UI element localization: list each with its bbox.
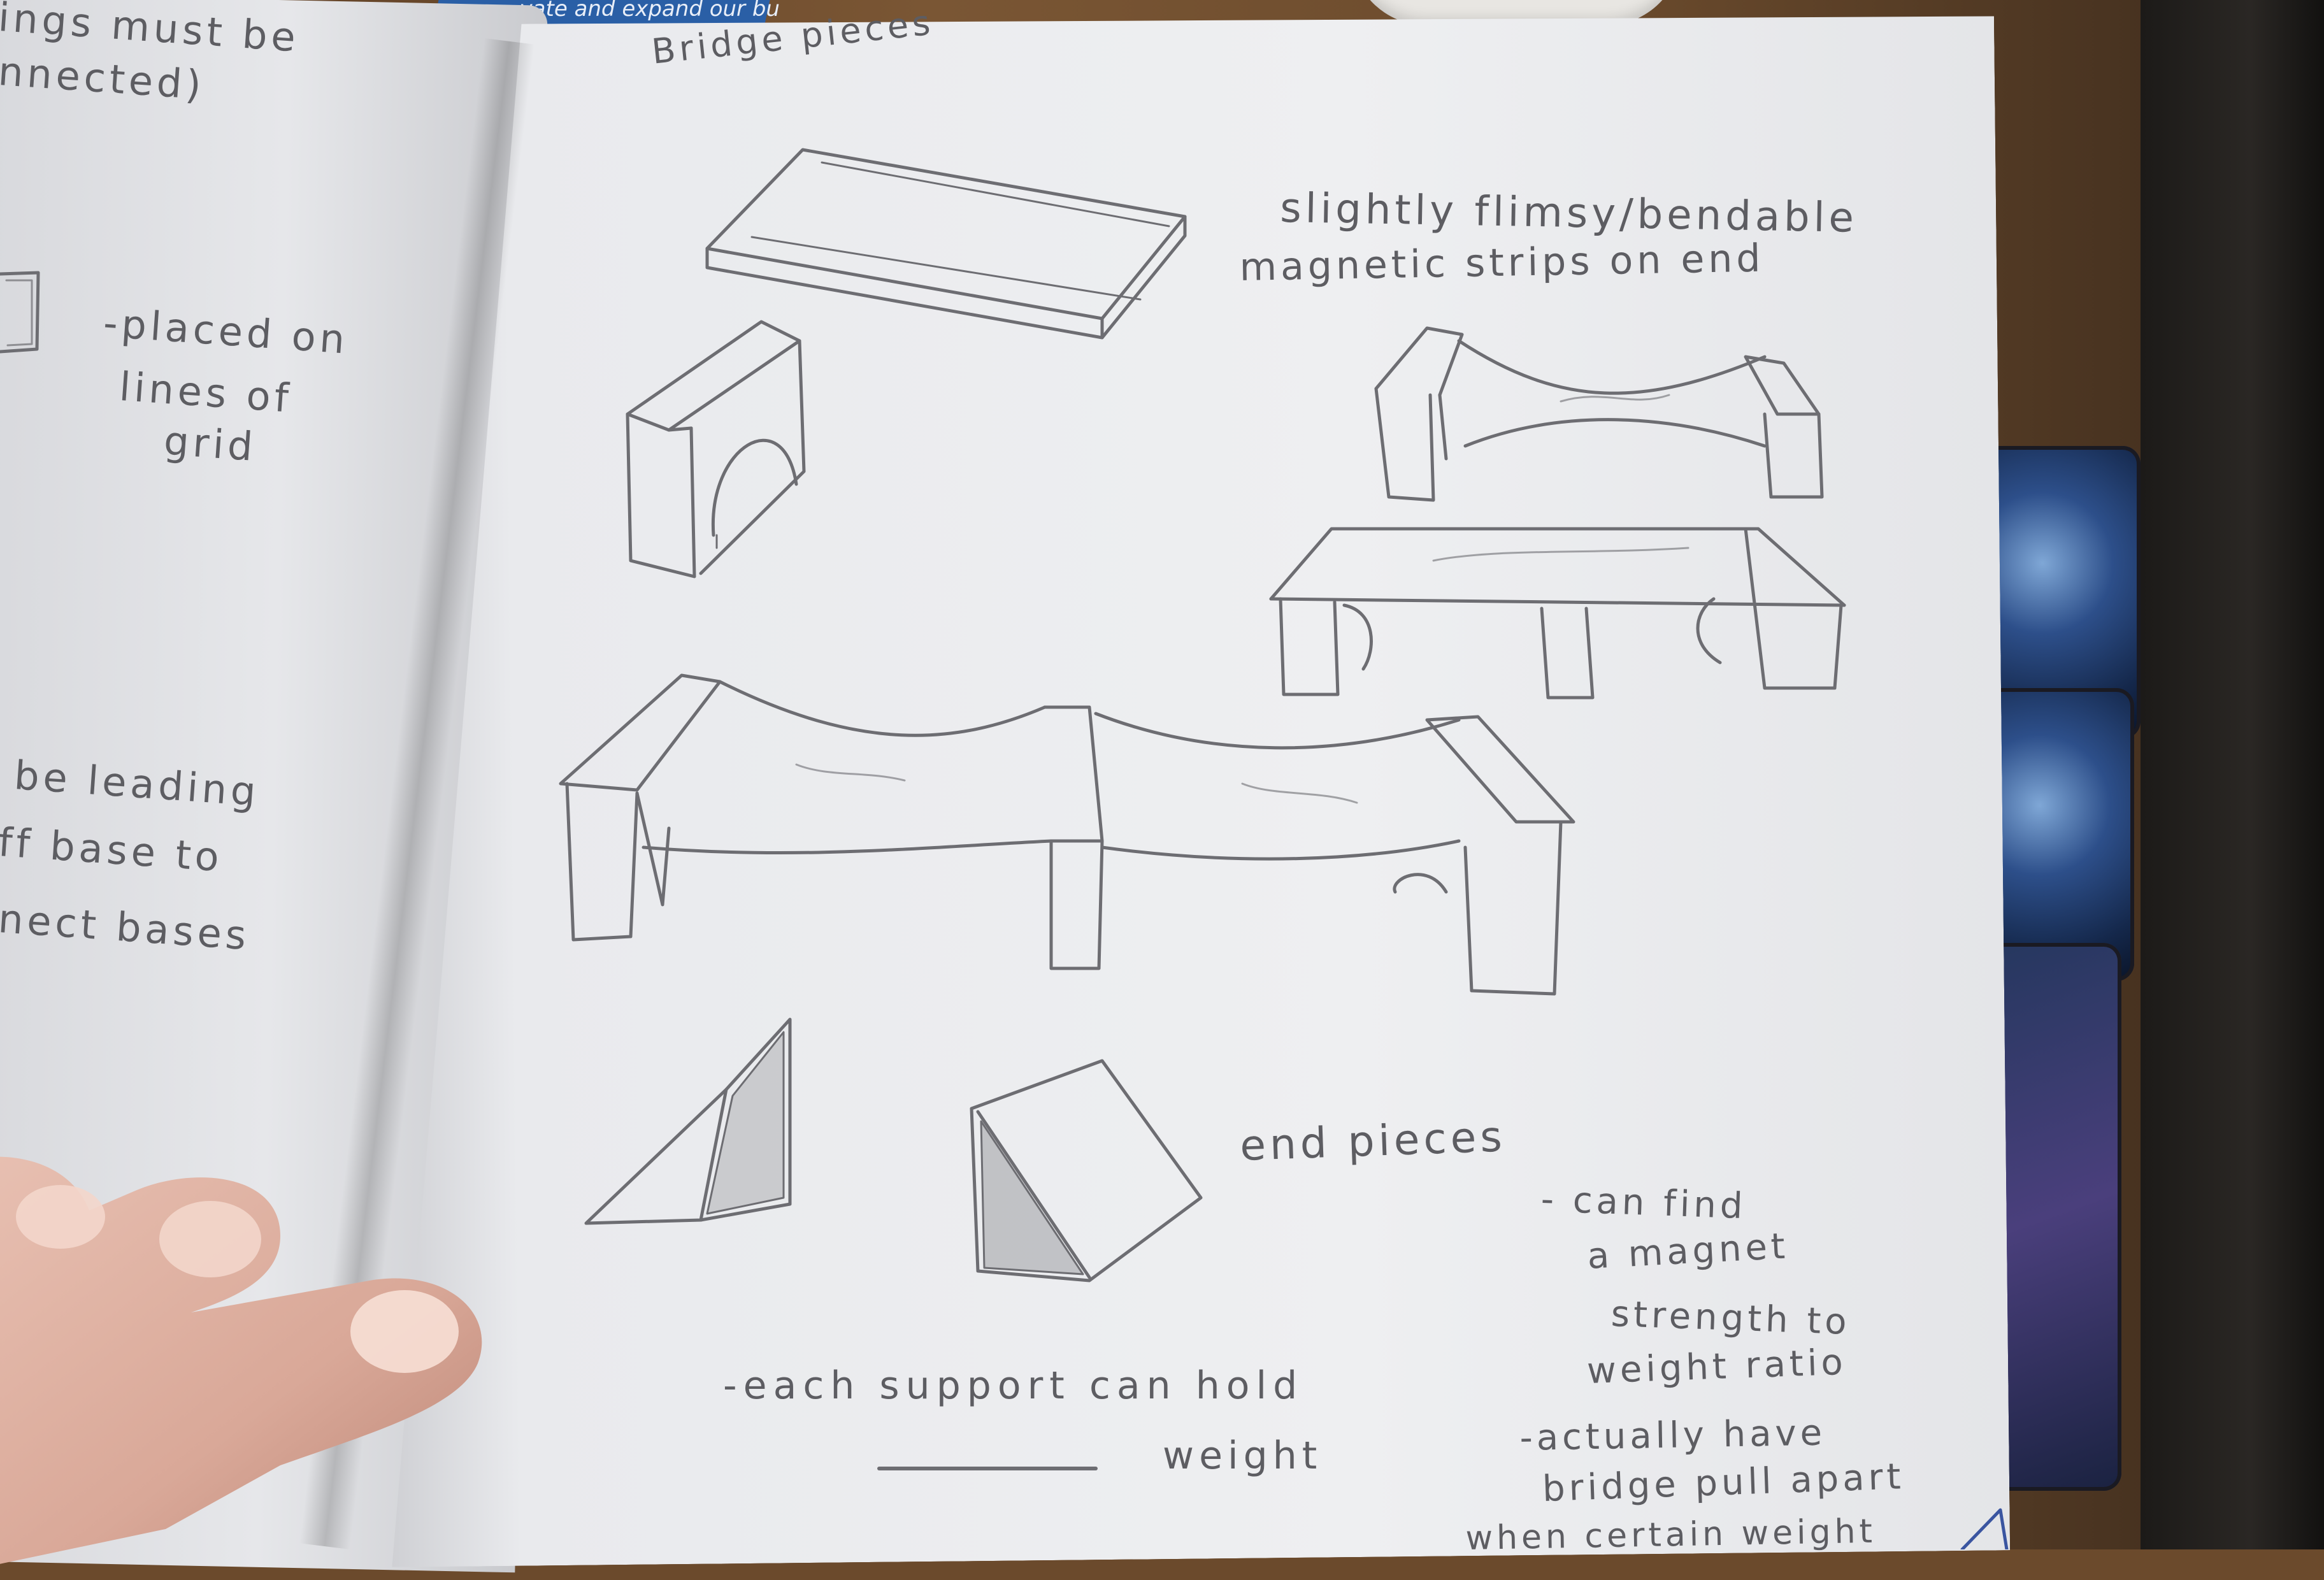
note-actually-3: when certain weight	[1465, 1512, 1876, 1558]
note-magnet-1: - can find	[1540, 1179, 1747, 1227]
arch-support-sketch	[628, 322, 804, 577]
corner-mark	[1962, 1510, 2007, 1549]
long-bridge-sketch	[561, 675, 1574, 994]
note-magnet-3: strength to	[1610, 1293, 1851, 1343]
bridge-on-supports-sketch	[1271, 529, 1844, 698]
note-weight: weight	[1163, 1433, 1322, 1478]
square-sketch	[0, 273, 38, 352]
flat-plank-sketch	[707, 150, 1185, 338]
note-magnetic: magnetic strips on end	[1239, 236, 1765, 290]
note-support: -each support can hold	[723, 1363, 1303, 1408]
end-piece-sketch	[586, 1019, 790, 1223]
hand	[0, 1134, 497, 1580]
label-end-pieces: end pieces	[1239, 1112, 1507, 1170]
bendable-bridge-sketch	[1376, 328, 1822, 500]
note-flimsy: slightly flimsy/bendable	[1280, 185, 1858, 242]
note-actually-1: -actually have	[1519, 1412, 1826, 1459]
left-note-5: grid	[162, 417, 258, 470]
end-piece-sketch	[972, 1061, 1201, 1281]
